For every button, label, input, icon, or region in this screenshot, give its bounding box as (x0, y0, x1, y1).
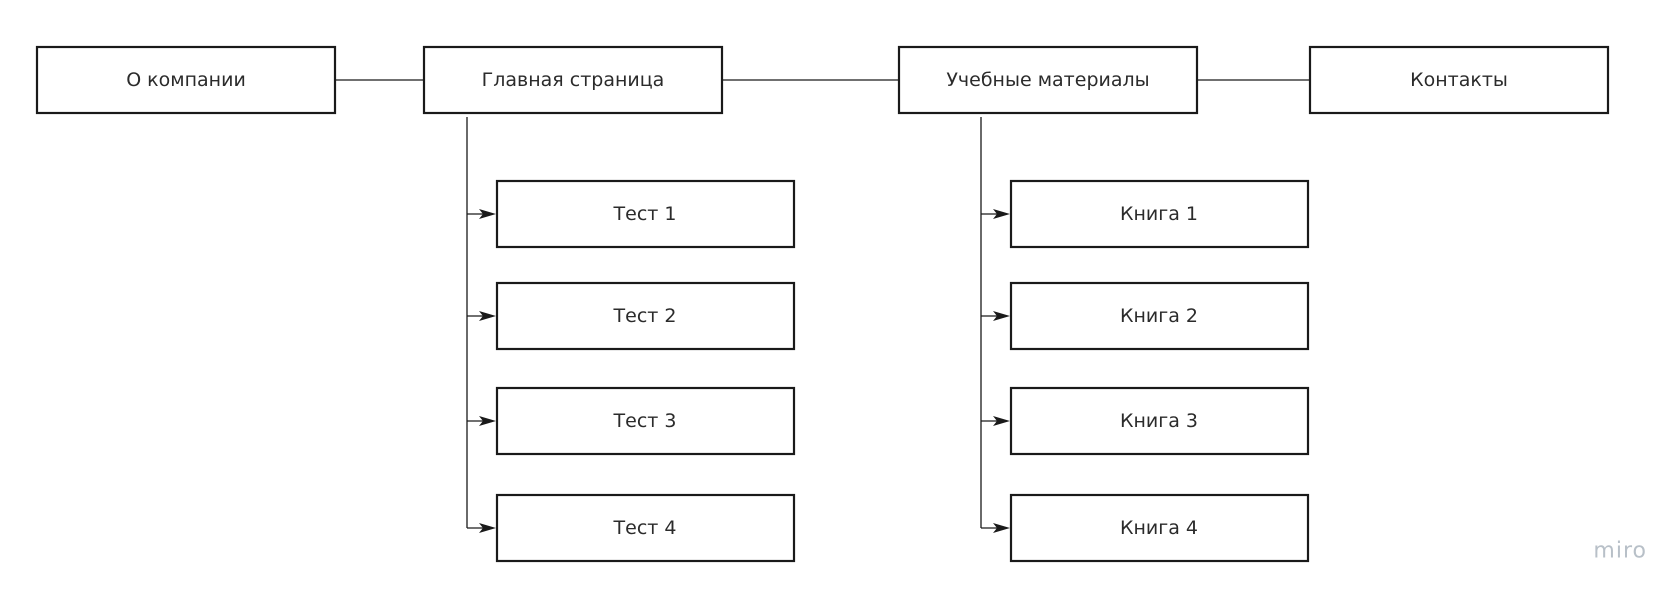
node-materials[interactable]: Учебные материалы (897, 45, 1199, 115)
branch-test3 (467, 416, 496, 426)
arrow-icon (993, 209, 1010, 219)
node-test1[interactable]: Тест 1 (495, 179, 796, 249)
branch-book3 (981, 416, 1010, 426)
branch-book2 (981, 311, 1010, 321)
arrow-icon (479, 523, 496, 533)
node-label: Контакты (1410, 69, 1508, 91)
branch-book4 (981, 523, 1010, 533)
node-label: Книга 1 (1120, 203, 1198, 225)
node-label: Главная страница (482, 69, 665, 91)
arrow-icon (479, 311, 496, 321)
node-test2[interactable]: Тест 2 (495, 281, 796, 351)
node-label: Тест 1 (613, 203, 677, 225)
node-label: О компании (126, 69, 246, 91)
node-label: Книга 4 (1120, 517, 1198, 539)
node-about[interactable]: О компании (35, 45, 337, 115)
node-book4[interactable]: Книга 4 (1009, 493, 1310, 563)
branch-test1 (467, 209, 496, 219)
node-book2[interactable]: Книга 2 (1009, 281, 1310, 351)
node-label: Книга 3 (1120, 410, 1198, 432)
node-book1[interactable]: Книга 1 (1009, 179, 1310, 249)
node-label: Тест 2 (613, 305, 677, 327)
node-label: Тест 3 (613, 410, 677, 432)
node-book3[interactable]: Книга 3 (1009, 386, 1310, 456)
branch-test4 (467, 523, 496, 533)
branch-test2 (467, 311, 496, 321)
node-contacts[interactable]: Контакты (1308, 45, 1610, 115)
node-test3[interactable]: Тест 3 (495, 386, 796, 456)
node-label: Учебные материалы (946, 69, 1149, 91)
arrow-icon (993, 523, 1010, 533)
arrow-icon (479, 416, 496, 426)
arrow-icon (479, 209, 496, 219)
node-label: Книга 2 (1120, 305, 1198, 327)
node-home[interactable]: Главная страница (422, 45, 724, 115)
miro-watermark: miro (1593, 539, 1647, 564)
node-test4[interactable]: Тест 4 (495, 493, 796, 563)
branch-book1 (981, 209, 1010, 219)
arrow-icon (993, 311, 1010, 321)
node-label: Тест 4 (613, 517, 677, 539)
arrow-icon (993, 416, 1010, 426)
